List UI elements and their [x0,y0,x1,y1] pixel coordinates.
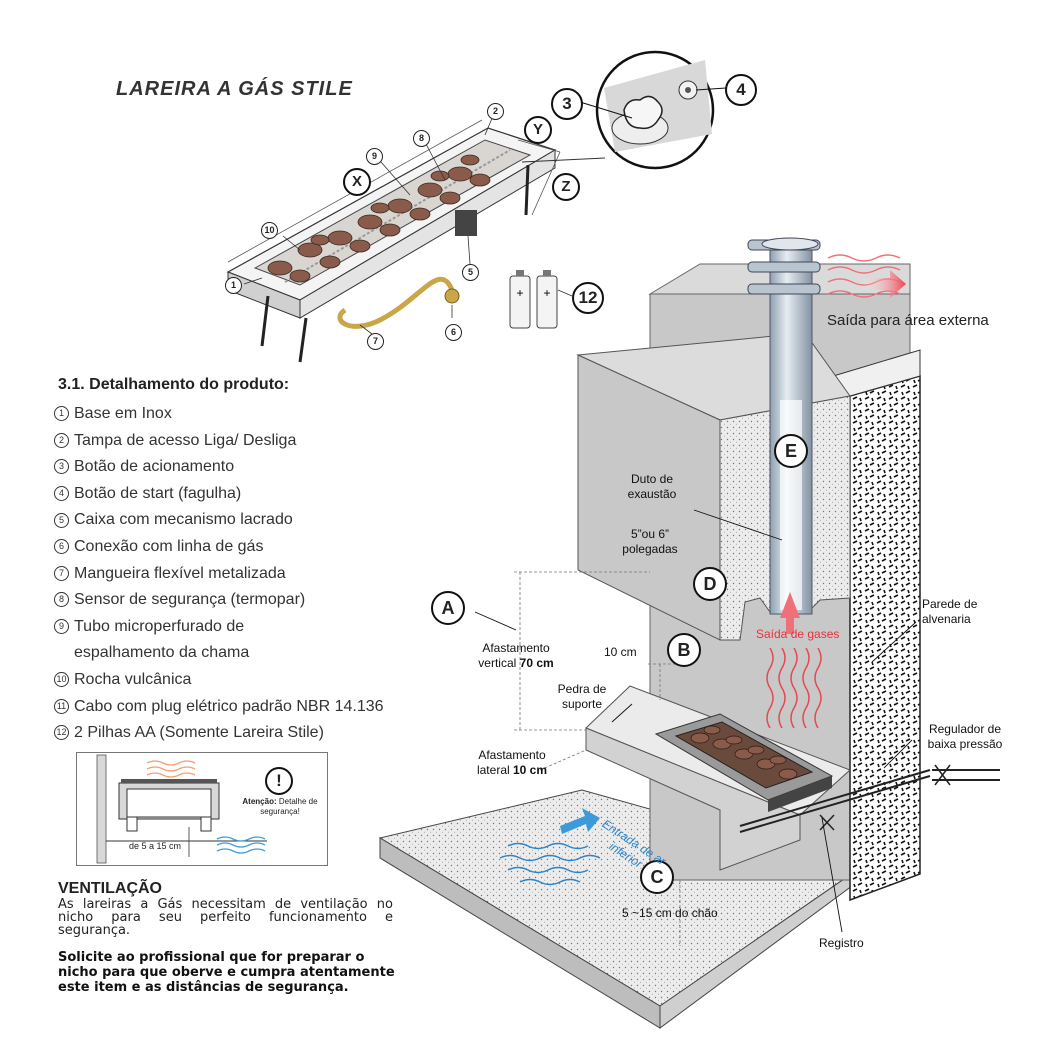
ten-cm-label: 10 cm [604,645,637,659]
air-arrow [560,808,600,834]
callout-9: 9 [366,148,383,165]
callout-12: 12 [572,282,604,314]
attention-note: Atenção: Detalhe de segurança! [242,797,318,816]
ventilation-note: Solicite ao profissional que for prepara… [58,950,395,995]
register-label: Registro [819,936,864,950]
duct-size-label: 5”ou 6” polegadas [622,527,678,556]
callout-3: 3 [551,88,583,120]
safety-detail-drawing [96,754,267,864]
floor-distance-label: 5 ~15 cm do chão [622,906,718,920]
callout-4: 4 [725,74,757,106]
marker-c: C [640,860,674,894]
callout-6: 6 [445,324,462,341]
vertical-distance-label: Afastamento vertical 70 cm [478,641,554,670]
page-title: LAREIRA A GÁS STILE [116,78,353,100]
list-item-continuation: espalhamento da chama [74,644,250,662]
fireplace-sketch [226,115,606,363]
marker-e: E [774,434,808,468]
exit-arrow [860,270,906,298]
marker-a: A [431,591,465,625]
control-knob-zoom [579,50,727,170]
warning-icon: ! [265,767,293,795]
svg-text:+: + [516,286,523,300]
hot-gas-waves [766,647,822,729]
marker-d: D [693,567,727,601]
dimension-y: Y [524,116,552,144]
support-stone-label: Pedra de suporte [557,682,607,711]
safety-detail-box: ! Atenção: Detalhe de segurança! de 5 a … [76,752,328,866]
callout-8: 8 [413,130,430,147]
ventilation-body: As lareiras a Gás necessitam de ventilaç… [58,897,393,938]
dimension-z: Z [552,173,580,201]
regulator-label: Regulador de baixa pressão [927,722,1003,751]
air-inlet-waves [499,842,601,886]
detail-heading: 3.1. Detalhamento do produto: [58,376,290,393]
dimension-x: X [343,168,371,196]
lateral-distance-label: Afastamento lateral 10 cm [476,748,548,777]
batteries-image: + + [509,270,558,329]
wall-label: Parede de alvenaria [922,597,978,626]
callout-2: 2 [487,103,504,120]
marker-b: B [667,633,701,667]
callout-5: 5 [462,264,479,281]
callout-10: 10 [261,222,278,239]
distance-note: de 5 a 15 cm [129,841,182,851]
callout-1: 1 [225,277,242,294]
exit-external-label: Saída para área externa [827,312,989,329]
gas-exit-label: Saída de gases [756,627,840,641]
gas-up-arrow [780,592,800,634]
duct-label: Duto de exaustão [627,472,677,501]
svg-text:+: + [543,286,550,300]
ventilation-heading: VENTILAÇÃO [58,880,162,897]
callout-7: 7 [367,333,384,350]
